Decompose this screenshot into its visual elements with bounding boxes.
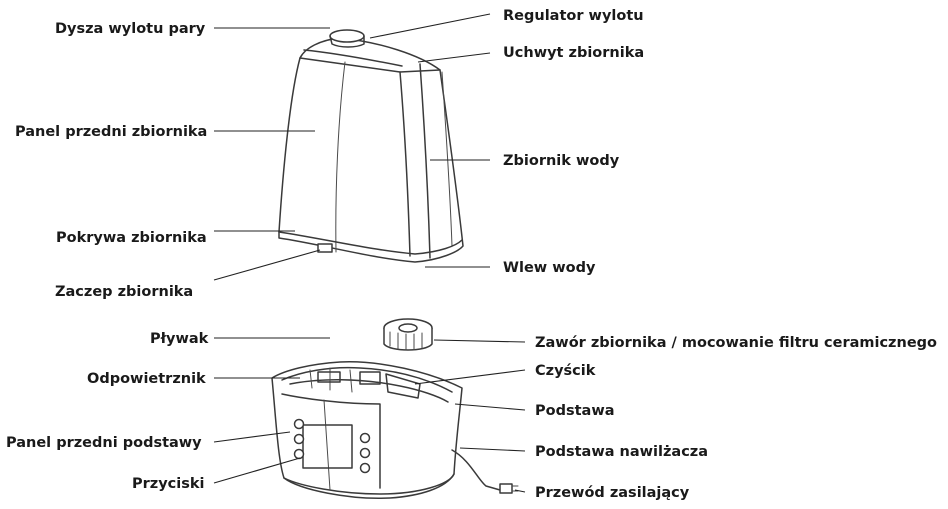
label-base-front-panel: Panel przedni podstawy — [6, 435, 202, 451]
label-tank-cover: Pokrywa zbiornika — [56, 230, 207, 246]
label-tank-valve: Zawór zbiornika / mocowanie filtru ceram… — [535, 335, 937, 351]
label-water-tank: Zbiornik wody — [503, 153, 620, 169]
label-vent: Odpowietrznik — [87, 371, 206, 387]
label-water-inlet: Wlew wody — [503, 260, 596, 276]
power-cord — [452, 450, 518, 493]
label-tank-front-panel: Panel przedni zbiornika — [15, 124, 207, 140]
label-buttons: Przyciski — [132, 476, 204, 492]
label-tank-latch: Zaczep zbiornika — [55, 284, 193, 300]
label-float: Pływak — [150, 331, 209, 347]
label-humidifier-base: Podstawa nawilżacza — [535, 444, 708, 460]
label-steam-nozzle: Dysza wylotu pary — [55, 21, 206, 37]
humidifier-base — [272, 319, 518, 498]
water-tank — [279, 30, 463, 262]
label-base: Podstawa — [535, 403, 615, 419]
label-cleaner: Czyścik — [535, 363, 596, 379]
tank-valve — [384, 319, 432, 350]
label-tank-handle: Uchwyt zbiornika — [503, 45, 644, 61]
label-outlet-regulator: Regulator wylotu — [503, 8, 644, 24]
label-power-cord: Przewód zasilający — [535, 485, 690, 501]
